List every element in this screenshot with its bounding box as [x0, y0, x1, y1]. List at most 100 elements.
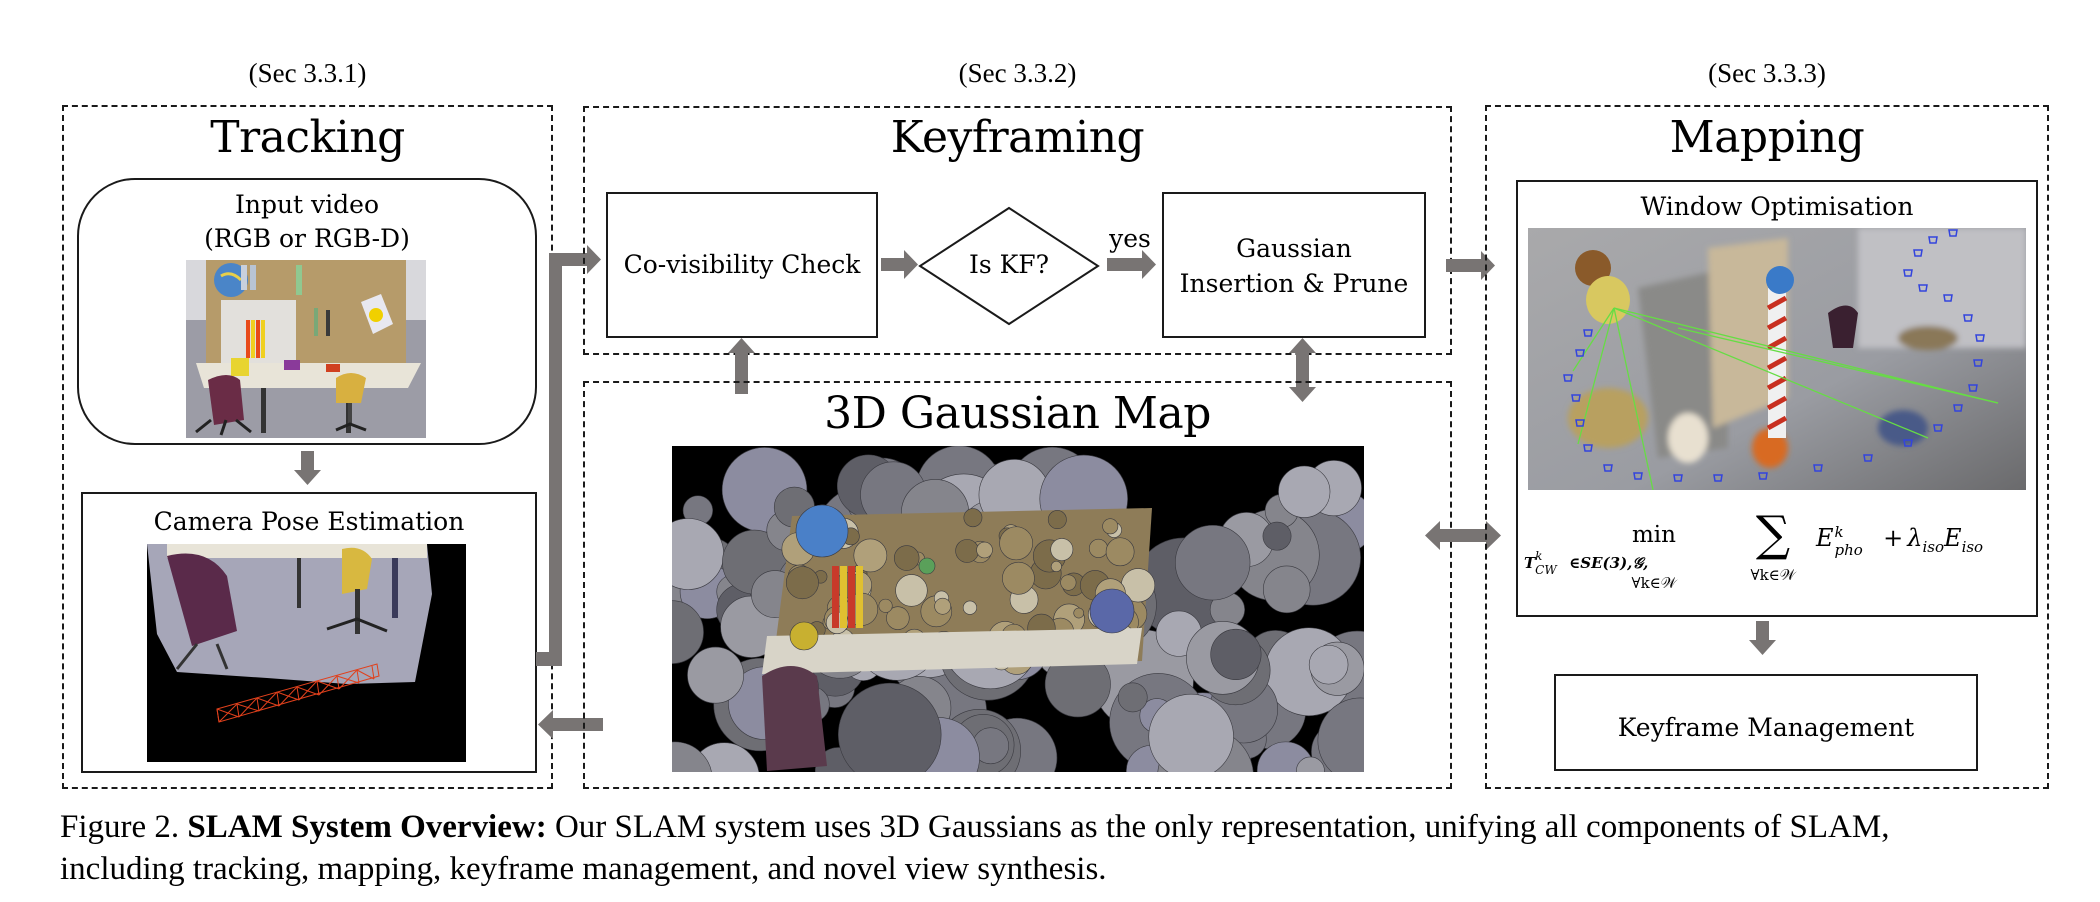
gaussian-blob	[1105, 537, 1135, 567]
keyframe-camera-icon	[1813, 464, 1823, 472]
formula-e-pho-sub: pho	[1834, 541, 1863, 559]
keyframe-camera-icon	[1758, 472, 1768, 480]
gaussian-blob	[999, 526, 1034, 561]
arrow-head-left-icon	[1425, 521, 1440, 550]
keyframe-camera-icon	[1563, 374, 1573, 382]
gaussian-insertion-label-2: Insertion & Prune	[1179, 269, 1409, 298]
gaussian-blob	[1050, 560, 1062, 572]
keyframe-camera-icon	[1973, 359, 1983, 367]
keyframe-camera-icon	[1583, 329, 1593, 337]
keyframe-camera-icon	[1575, 419, 1585, 427]
keyframe-camera-icon	[1913, 249, 1923, 257]
formula-min-subscript-2: ∀k∈𝒲	[1631, 574, 1677, 592]
figure-caption-line-1: Figure 2. SLAM System Overview: Our SLAM…	[60, 806, 2090, 848]
formula-plus: +	[1883, 524, 1904, 552]
yes-label: yes	[1109, 224, 1151, 253]
gaussian-blob	[976, 541, 993, 559]
formula-min: min	[1632, 522, 1676, 548]
gaussian-blob	[687, 646, 744, 704]
desk-surface	[762, 628, 1142, 674]
gaussian-blob	[918, 557, 936, 575]
arrow-tracking-to-keyframing	[549, 253, 562, 666]
is-kf-label: Is KF?	[968, 250, 1050, 279]
gaussian-blob	[1296, 756, 1325, 772]
gaussian-blob	[963, 508, 983, 528]
formula-sum: ∑	[1755, 506, 1791, 562]
input-video-frame	[186, 260, 426, 438]
formula-e-pho: E	[1816, 524, 1834, 552]
keyframe-camera-icon	[1918, 284, 1928, 292]
caption-prefix: Figure 2.	[60, 809, 180, 845]
caption-body: Our SLAM system uses 3D Gaussians as the…	[554, 809, 1890, 845]
formula-t-sup: k	[1535, 549, 1543, 563]
formula-e-pho-sup: k	[1834, 523, 1844, 541]
gaussian-map-section	[583, 381, 1452, 789]
gaussian-blob	[895, 574, 928, 607]
keyframe-camera-icon	[1673, 474, 1683, 482]
chair-region	[762, 666, 827, 771]
gaussian-insertion-box	[1162, 192, 1426, 338]
formula-e-iso-sub: iso	[1961, 537, 1984, 556]
arrow-head-right-icon	[904, 250, 918, 279]
window-optimisation-label: Window Optimisation	[1640, 192, 1914, 221]
input-video-sublabel: (RGB or RGB-D)	[204, 224, 410, 253]
keyframe-camera-icon	[1603, 464, 1613, 472]
gaussian-blob	[1088, 538, 1108, 558]
arrow-map-to-tracking	[553, 718, 603, 731]
keyframe-camera-icon	[1633, 472, 1643, 480]
gaussian-blob	[1278, 465, 1331, 518]
formula-lambda-sub: iso	[1922, 537, 1945, 556]
keyframe-camera-icon	[1943, 294, 1953, 302]
keyframe-camera-icon	[1713, 474, 1723, 482]
gaussian-map-title: 3D Gaussian Map	[824, 388, 1211, 439]
arrow-head-down-icon	[294, 470, 321, 485]
arrow-head-right-icon	[1481, 251, 1495, 280]
keyframe-camera-icon	[1928, 236, 1938, 244]
arrow-head-up-icon	[728, 338, 755, 353]
figure-caption-line-2: including tracking, mapping, keyframe ma…	[60, 851, 1107, 887]
gaussian-blob	[785, 566, 819, 600]
keyframe-camera-icon	[1948, 229, 1958, 237]
formula-lambda: λ	[1907, 524, 1923, 552]
gaussian-blob	[1089, 588, 1135, 634]
keyframe-management-box	[1554, 674, 1978, 771]
arrow-map-mapping-bidirectional	[1439, 529, 1487, 542]
keyframe-camera-icon	[1903, 439, 1913, 447]
keyframe-camera-icon	[1903, 269, 1913, 277]
covisibility-check-label: Co-visibility Check	[623, 250, 861, 279]
camera-pose-label: Camera Pose Estimation	[153, 507, 465, 536]
book-stripe	[832, 566, 839, 628]
arrow-head-right-icon	[1486, 521, 1501, 550]
gaussian-blob	[1060, 574, 1077, 591]
gaussian-blob	[955, 539, 979, 563]
input-video-label: Input video	[234, 190, 380, 219]
keyframe-camera-icon	[1575, 349, 1585, 357]
book-stripe	[856, 566, 863, 628]
gaussian-blob	[1050, 538, 1074, 561]
formula-e-iso: E	[1944, 524, 1962, 552]
book-stripe	[848, 566, 855, 628]
camera-pose-render	[147, 544, 466, 762]
gaussian-blob	[789, 621, 819, 651]
gaussian-blob	[934, 597, 951, 615]
keyframing-title: Keyframing	[890, 112, 1145, 163]
gaussian-blob	[1262, 521, 1292, 551]
keyframing-sec-ref: (Sec 3.3.2)	[958, 58, 1077, 88]
arrow-head-up-icon	[1289, 338, 1316, 353]
arrow-insertion-map-bidirectional	[1296, 352, 1309, 388]
keyframe-camera-icon	[1583, 444, 1593, 452]
keyframe-camera-icon	[1968, 384, 1978, 392]
keyframe-management-label: Keyframe Management	[1617, 713, 1915, 742]
arrow-tracking-to-keyframing-horizontal	[549, 253, 589, 266]
arrow-head-left-icon	[538, 710, 553, 739]
covisibility-check-box	[606, 192, 878, 338]
gaussian-blob	[1002, 561, 1035, 595]
keyframe-camera-icon	[1571, 394, 1581, 402]
window-optimisation-render	[1528, 228, 2026, 490]
keyframe-cameras	[1563, 229, 1985, 482]
arrow-map-to-covisibility	[735, 352, 748, 394]
formula-t: T	[1524, 554, 1536, 572]
